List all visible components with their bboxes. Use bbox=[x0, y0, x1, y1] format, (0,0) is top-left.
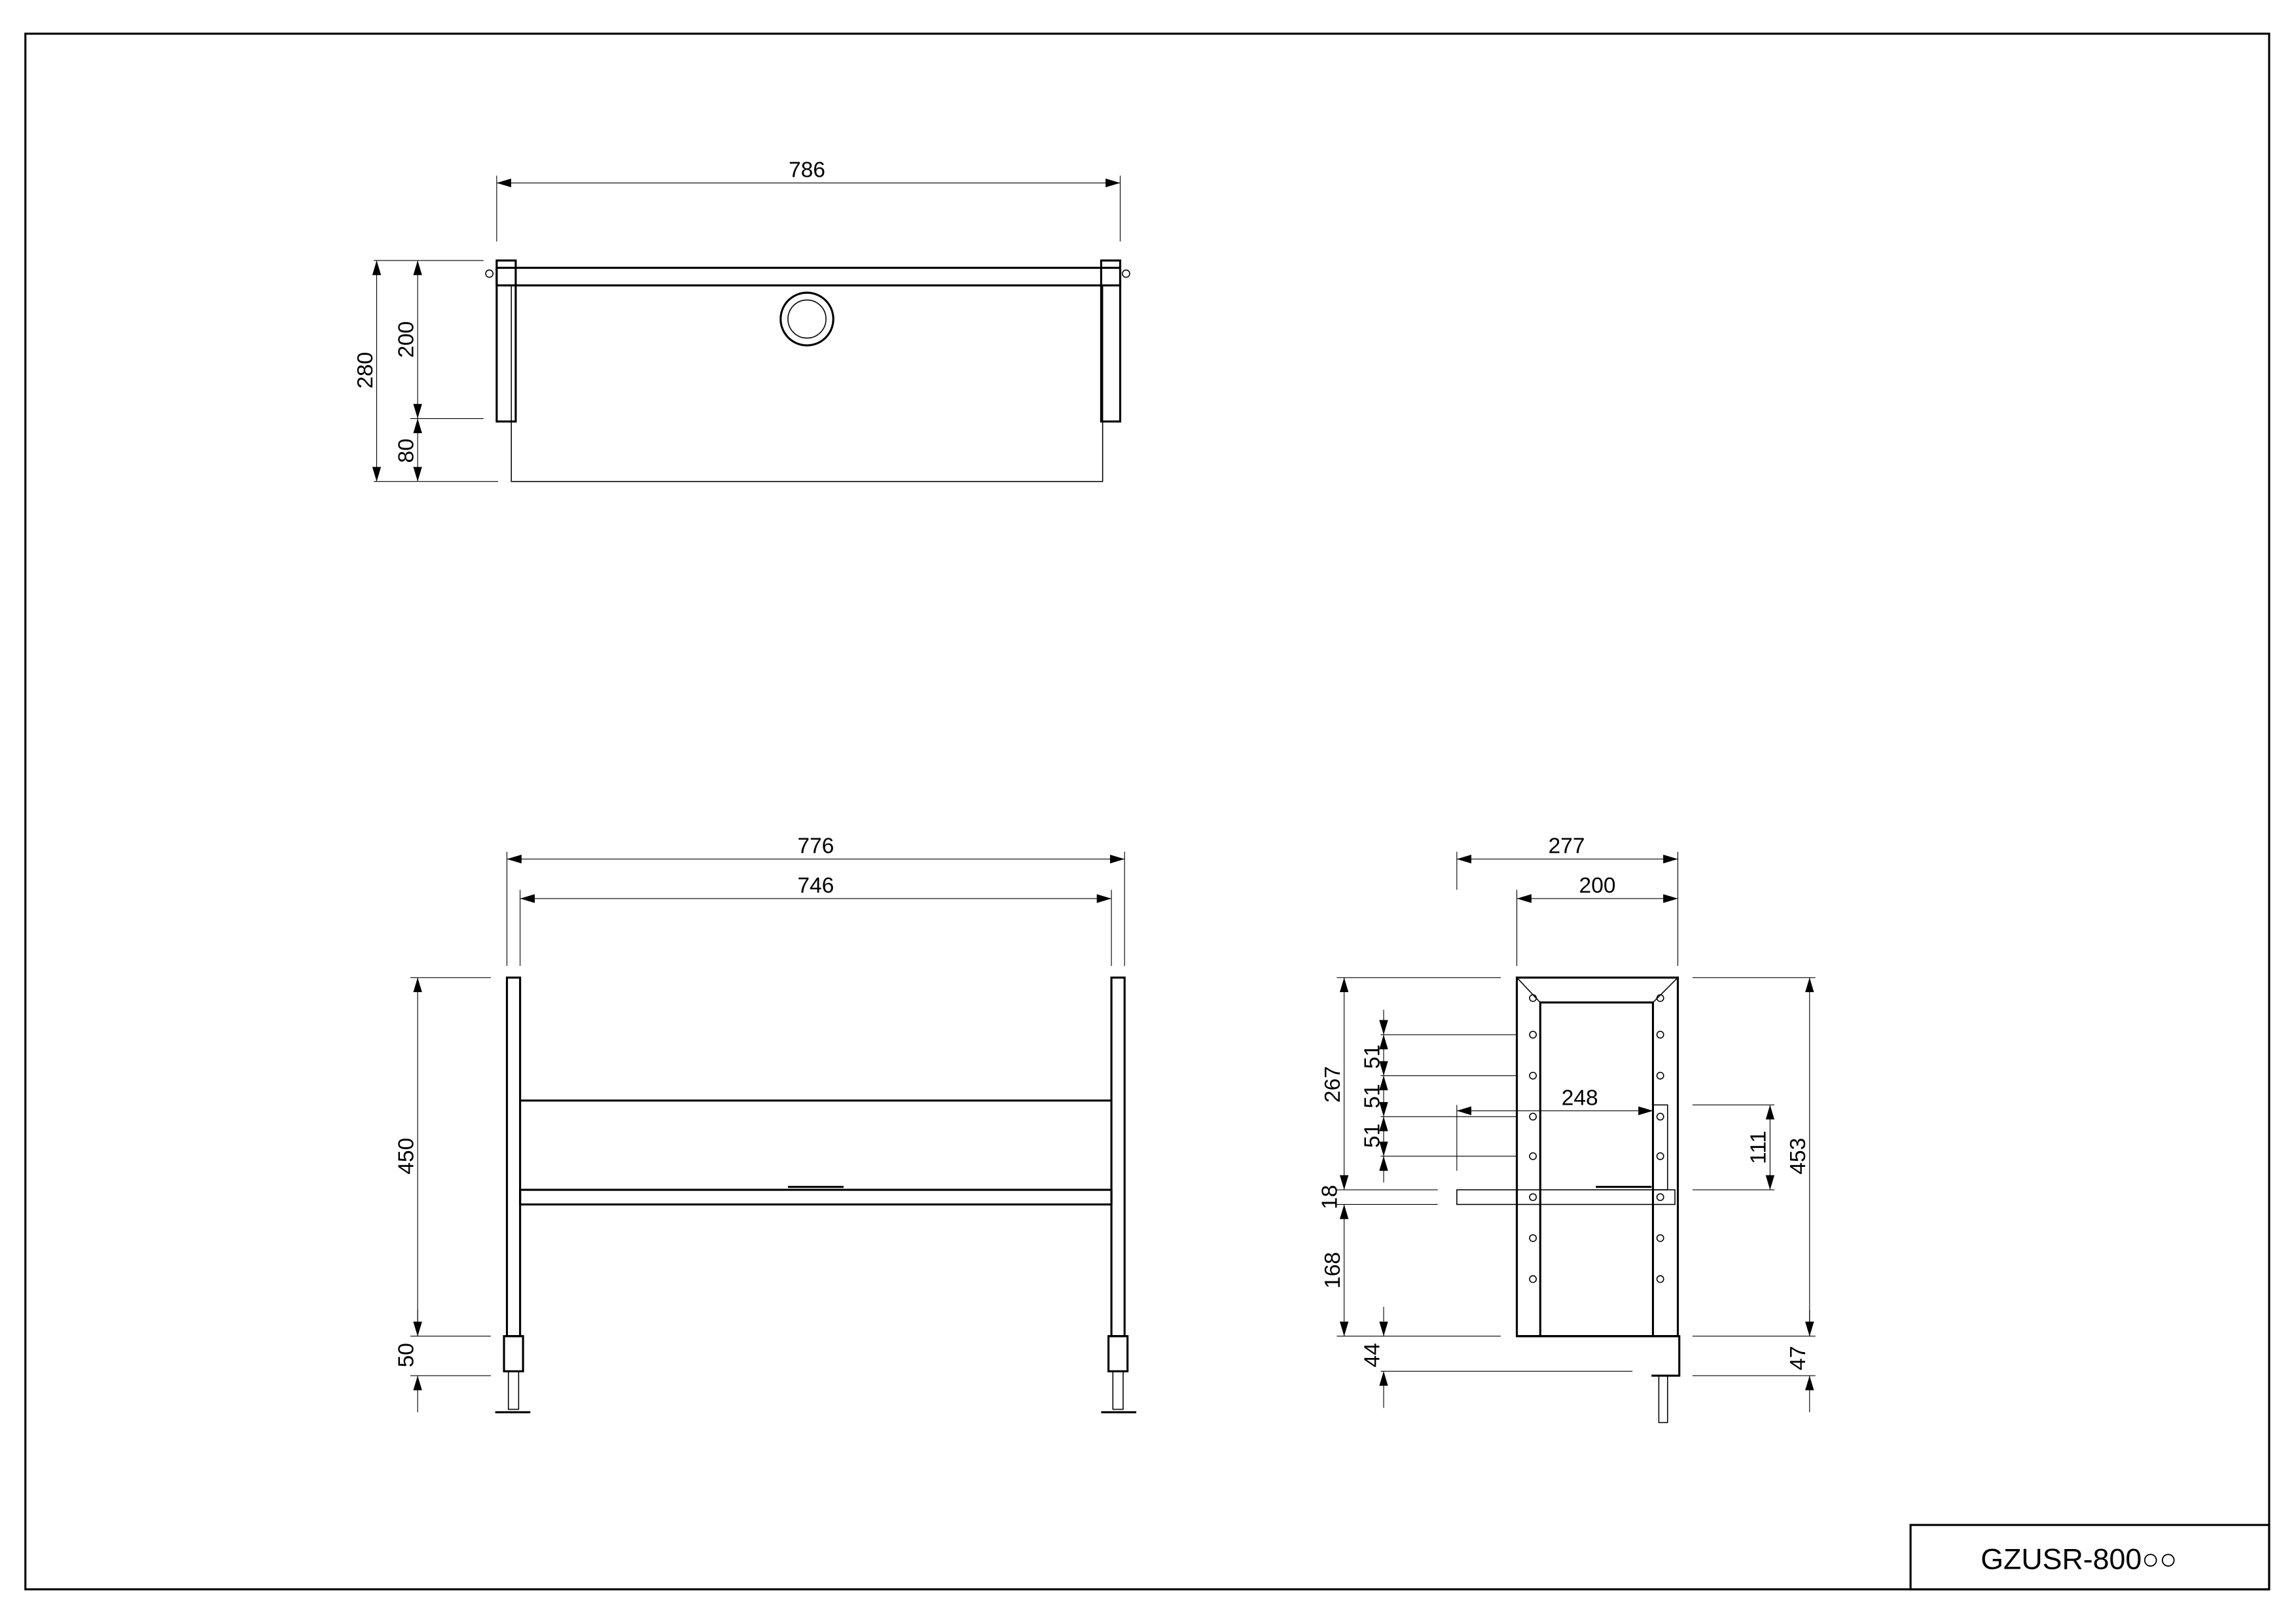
dim-depth-lower: 80 bbox=[394, 438, 418, 463]
front-view: 776 746 450 50 bbox=[394, 834, 1137, 1414]
dim-pitch-2: 51 bbox=[1360, 1084, 1384, 1108]
dim-height: 450 bbox=[394, 1138, 418, 1175]
dim-shelf-thickness: 18 bbox=[1318, 1185, 1342, 1209]
dim-pitch-1: 51 bbox=[1360, 1044, 1384, 1069]
dim-side-height: 453 bbox=[1786, 1138, 1810, 1175]
title-block: GZUSR-800○○ bbox=[1909, 1524, 2270, 1591]
dim-clamp: 50 bbox=[394, 1343, 418, 1367]
drawing-border bbox=[24, 32, 2270, 1591]
top-view: 786 280 200 80 bbox=[353, 158, 1130, 482]
dim-clamp-right: 47 bbox=[1786, 1346, 1810, 1370]
dim-lower: 168 bbox=[1321, 1252, 1345, 1289]
adjustment-holes bbox=[1529, 994, 1664, 1283]
dim-pitch-3: 51 bbox=[1360, 1124, 1384, 1148]
dim-depth-total: 280 bbox=[353, 352, 378, 389]
dim-outer-width: 776 bbox=[797, 834, 834, 859]
model-number: GZUSR-800○○ bbox=[1981, 1543, 2177, 1575]
dim-width: 786 bbox=[789, 158, 825, 183]
dim-upper: 267 bbox=[1321, 1066, 1345, 1103]
dim-shelf-depth: 248 bbox=[1562, 1086, 1598, 1110]
dim-clamp-left: 44 bbox=[1360, 1343, 1384, 1367]
dim-depth-upper: 200 bbox=[394, 321, 418, 358]
cable-grommet-icon bbox=[780, 291, 834, 347]
dim-side-depth-inner: 200 bbox=[1579, 874, 1616, 898]
dim-bracket: 111 bbox=[1747, 1131, 1771, 1164]
dim-side-depth-total: 277 bbox=[1549, 834, 1585, 859]
dim-inner-width: 746 bbox=[797, 874, 834, 898]
side-view: 277 200 267 51 51 51 18 168 44 248 111 bbox=[1318, 834, 1816, 1423]
